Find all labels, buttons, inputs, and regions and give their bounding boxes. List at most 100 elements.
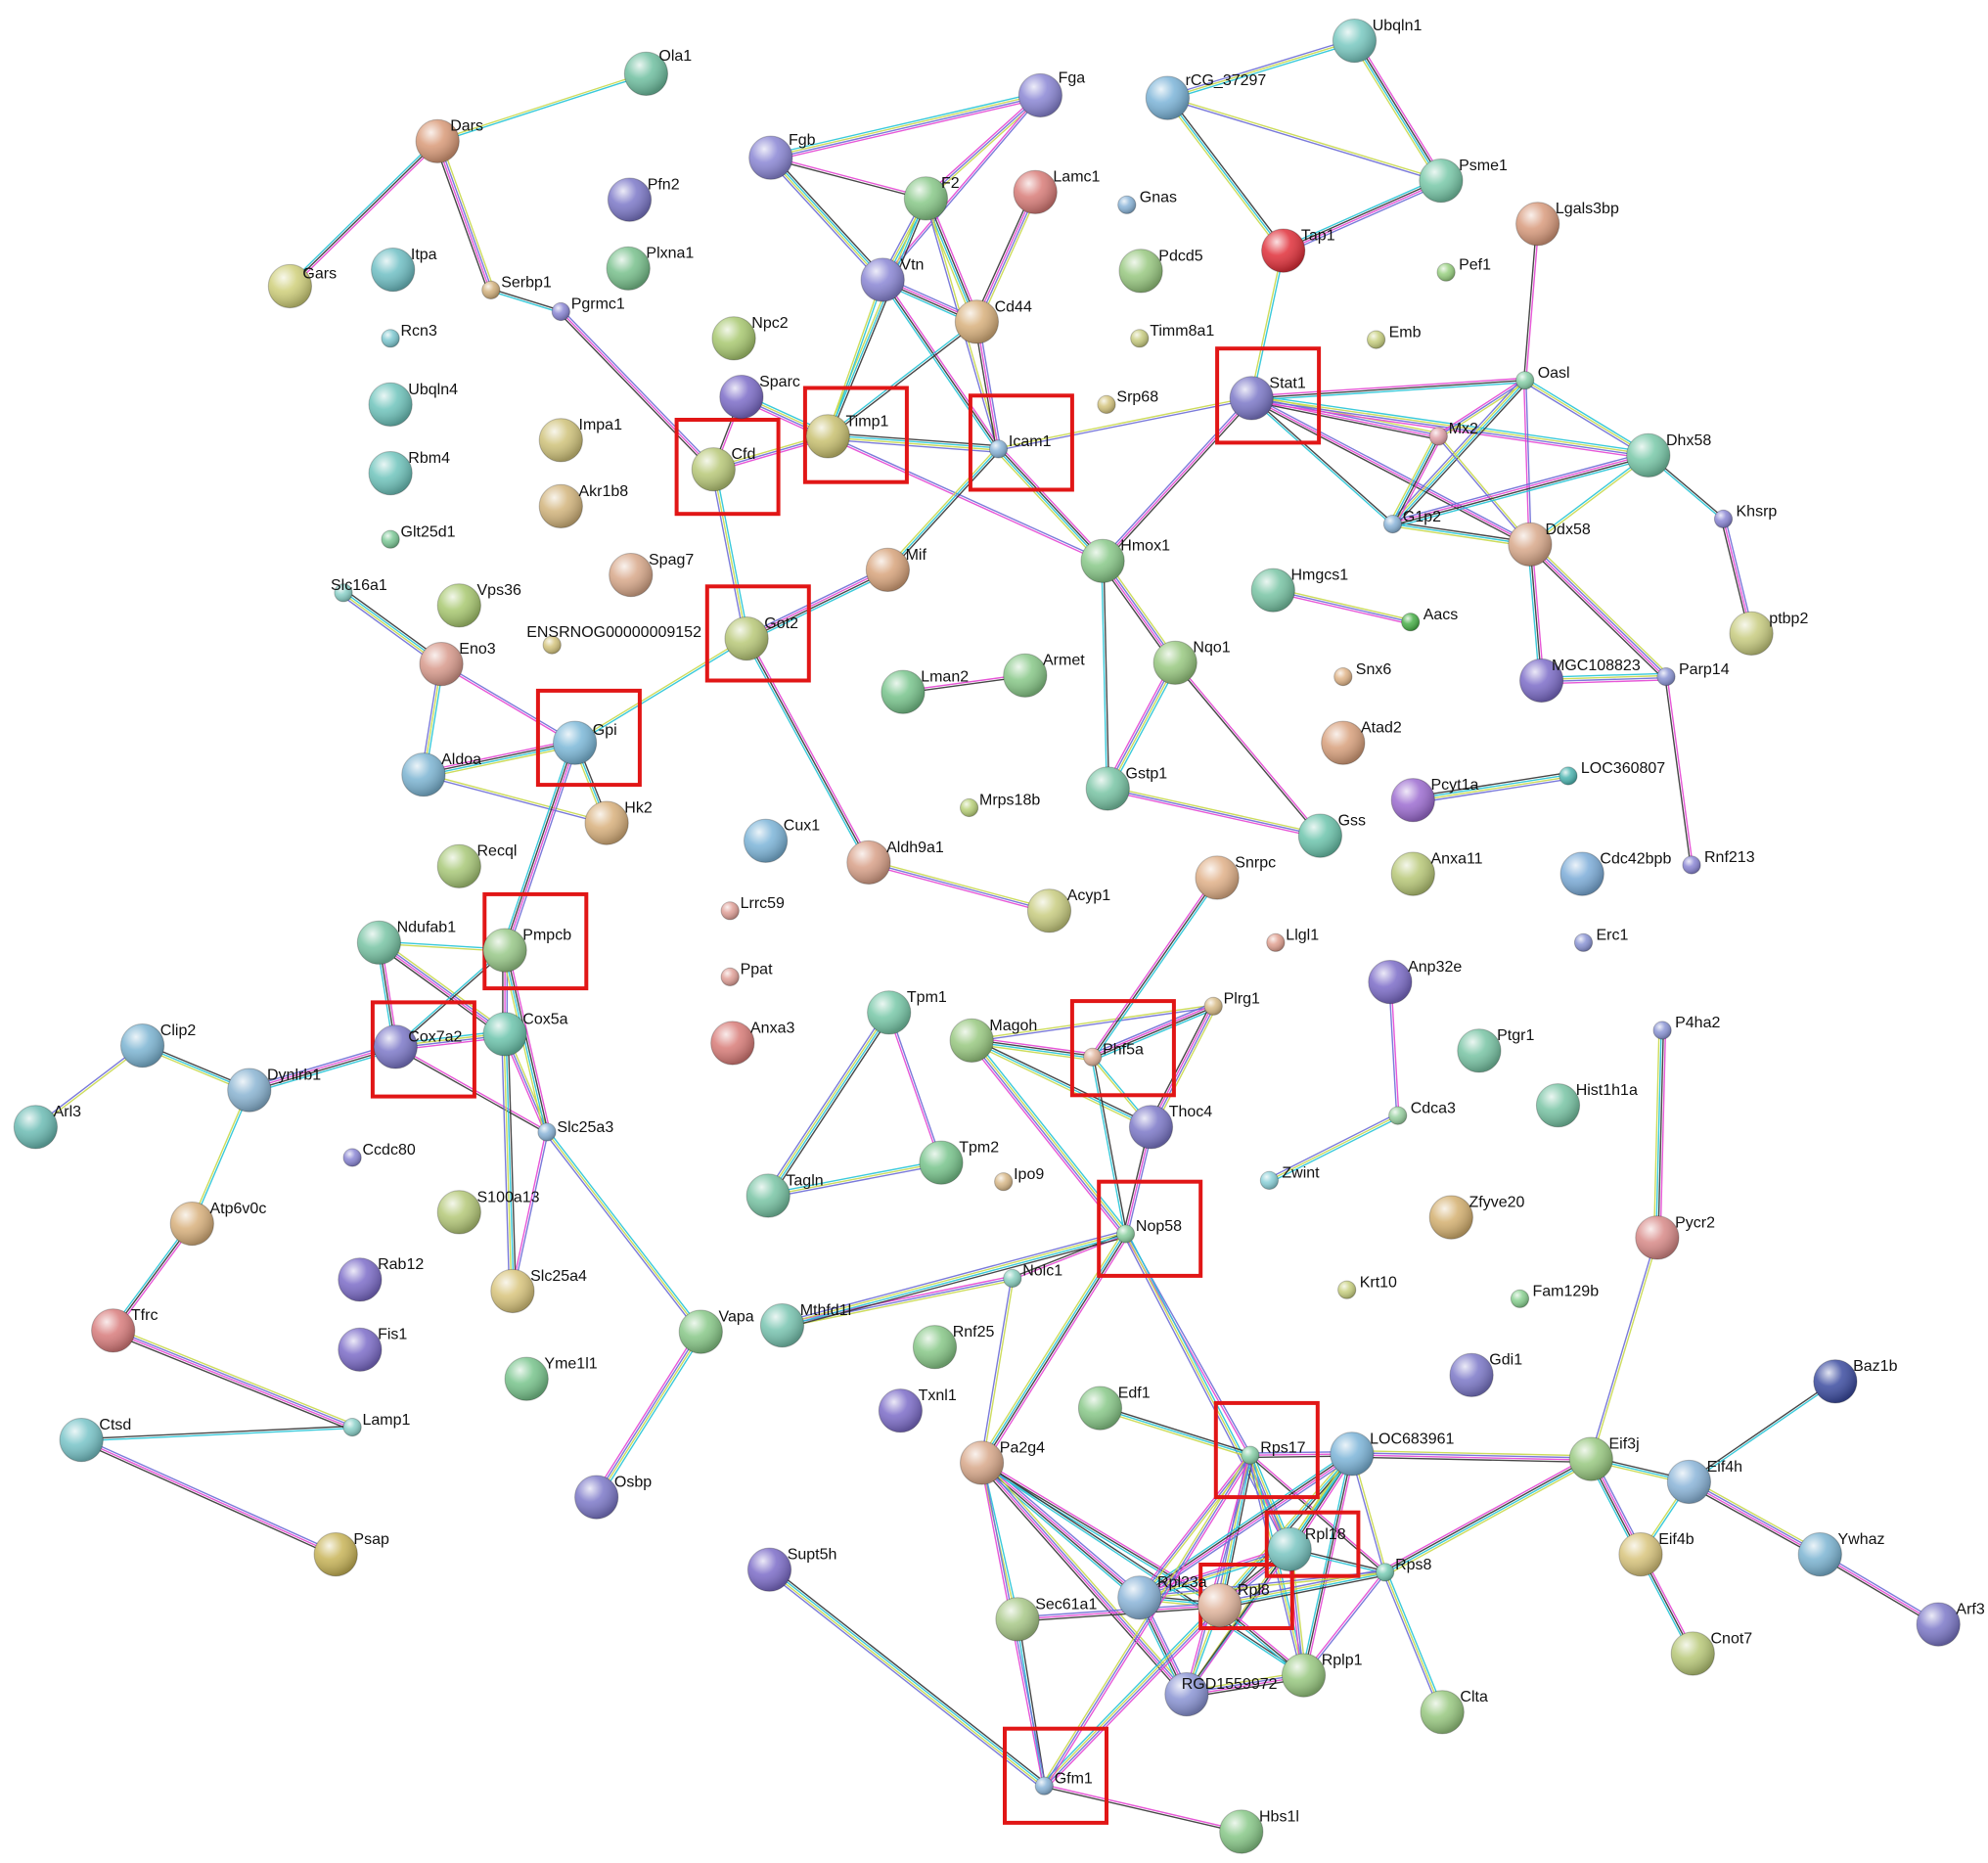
node-icam1[interactable]: Icam1 (988, 433, 1052, 459)
node-hbs1l[interactable]: Hbs1l (1219, 1808, 1299, 1854)
node-plxna1[interactable]: Plxna1 (606, 246, 694, 291)
node-glt25d1[interactable]: Glt25d1 (381, 523, 456, 549)
node-gfm1[interactable]: Gfm1 (1034, 1770, 1093, 1795)
node-rcn3[interactable]: Rcn3 (381, 323, 437, 348)
node-cdc42bpb[interactable]: Cdc42bpb (1559, 851, 1671, 896)
node-pmpcb[interactable]: Pmpcb (482, 928, 571, 973)
node-rcg_37297[interactable]: rCG_37297 (1145, 72, 1266, 120)
node-gars[interactable]: Gars (267, 263, 337, 309)
node-arl3[interactable]: Arl3 (13, 1104, 81, 1150)
node-mif[interactable]: Mif (865, 547, 926, 593)
node-gss[interactable]: Gss (1297, 813, 1366, 858)
node-timm8a1[interactable]: Timm8a1 (1130, 323, 1215, 348)
node-tpm2[interactable]: Tpm2 (919, 1140, 999, 1185)
node-sec61a1[interactable]: Sec61a1 (995, 1596, 1098, 1642)
node-nolc1[interactable]: Nolc1 (1003, 1263, 1063, 1289)
node-slc25a4[interactable]: Slc25a4 (490, 1268, 587, 1314)
node-srp68[interactable]: Srp68 (1097, 389, 1158, 414)
node-gpi[interactable]: Gpi (553, 720, 617, 765)
node-hist1h1a[interactable]: Hist1h1a (1535, 1082, 1638, 1128)
node-gstp1[interactable]: Gstp1 (1085, 765, 1167, 811)
node-eif4h[interactable]: Eif4h (1666, 1459, 1742, 1505)
node-vapa[interactable]: Vapa (678, 1309, 754, 1354)
node-rab12[interactable]: Rab12 (338, 1256, 425, 1302)
node-aacs[interactable]: Aacs (1401, 607, 1459, 632)
node-ubqln4[interactable]: Ubqln4 (368, 382, 458, 427)
node-rbm4[interactable]: Rbm4 (368, 450, 450, 496)
node-itpa[interactable]: Itpa (371, 247, 437, 293)
node-fgb[interactable]: Fgb (748, 132, 816, 180)
node-fis1[interactable]: Fis1 (338, 1327, 408, 1372)
node-hmgcs1[interactable]: Hmgcs1 (1250, 568, 1348, 613)
node-mrps18b[interactable]: Mrps18b (960, 793, 1041, 818)
node-dynlrb1[interactable]: Dynlrb1 (227, 1068, 322, 1113)
node-thoc4[interactable]: Thoc4 (1128, 1104, 1212, 1150)
node-g1p2[interactable]: G1p2 (1382, 509, 1441, 534)
node-sparc[interactable]: Sparc (719, 374, 800, 420)
node-rplp1[interactable]: Rplp1 (1281, 1653, 1363, 1698)
node-magoh[interactable]: Magoh (949, 1018, 1037, 1064)
node-tap1[interactable]: Tap1 (1261, 228, 1335, 273)
node-rps8[interactable]: Rps8 (1376, 1557, 1432, 1582)
node-ubqln1[interactable]: Ubqln1 (1332, 18, 1423, 64)
node-impa1[interactable]: Impa1 (538, 417, 622, 463)
node-edf1[interactable]: Edf1 (1077, 1386, 1151, 1431)
node-loc360807[interactable]: LOC360807 (1559, 760, 1665, 786)
node-cnot7[interactable]: Cnot7 (1670, 1630, 1752, 1676)
node-pgrmc1[interactable]: Pgrmc1 (551, 296, 625, 322)
node-stat1[interactable]: Stat1 (1229, 375, 1306, 421)
node-pdcd5[interactable]: Pdcd5 (1118, 248, 1203, 294)
node-psap[interactable]: Psap (313, 1531, 389, 1577)
node-ywhaz[interactable]: Ywhaz (1797, 1531, 1885, 1577)
node-serbp1[interactable]: Serbp1 (481, 275, 552, 299)
node-anxa11[interactable]: Anxa11 (1390, 851, 1483, 896)
node-atp6v0c[interactable]: Atp6v0c (169, 1201, 266, 1247)
node-gdi1[interactable]: Gdi1 (1449, 1352, 1522, 1397)
node-pa2g4[interactable]: Pa2g4 (960, 1439, 1046, 1485)
node-arf3[interactable]: Arf3 (1916, 1602, 1985, 1647)
node-acyp1[interactable]: Acyp1 (1026, 887, 1110, 933)
node-s100a13[interactable]: S100a13 (436, 1189, 540, 1235)
node-pef1[interactable]: Pef1 (1436, 256, 1491, 282)
node-lamc1[interactable]: Lamc1 (1013, 169, 1101, 214)
node-akr1b8[interactable]: Akr1b8 (538, 483, 628, 529)
node-npc2[interactable]: Npc2 (711, 315, 789, 361)
node-rnf25[interactable]: Rnf25 (912, 1324, 994, 1370)
node-rnf213[interactable]: Rnf213 (1682, 849, 1755, 875)
node-ndufab1[interactable]: Ndufab1 (356, 920, 456, 965)
node-rgd1559972[interactable]: RGD1559972 (1164, 1672, 1278, 1717)
node-cox5a[interactable]: Cox5a (482, 1011, 568, 1057)
node-emb[interactable]: Emb (1367, 324, 1422, 349)
node-ccdc80[interactable]: Ccdc80 (342, 1142, 416, 1167)
node-nop58[interactable]: Nop58 (1115, 1218, 1182, 1244)
node-parp14[interactable]: Parp14 (1656, 661, 1730, 687)
node-pycr2[interactable]: Pycr2 (1635, 1214, 1715, 1260)
node-eno3[interactable]: Eno3 (419, 641, 496, 687)
node-mgc108823[interactable]: MGC108823 (1519, 658, 1641, 704)
node-vtn[interactable]: Vtn (860, 256, 924, 302)
node-lman2[interactable]: Lman2 (881, 669, 969, 714)
node-got2[interactable]: Got2 (724, 615, 798, 661)
node-tpm1[interactable]: Tpm1 (867, 989, 947, 1035)
node-anp32e[interactable]: Anp32e (1368, 959, 1463, 1005)
node-cfd[interactable]: Cfd (691, 446, 755, 492)
node-snrpc[interactable]: Snrpc (1195, 854, 1276, 900)
node-fga[interactable]: Fga (1017, 69, 1085, 118)
node-aldh9a1[interactable]: Aldh9a1 (846, 840, 944, 886)
node-ptbp2[interactable]: ptbp2 (1729, 611, 1808, 657)
node-hk2[interactable]: Hk2 (584, 800, 653, 845)
node-tfrc[interactable]: Tfrc (91, 1307, 158, 1353)
node-anxa3[interactable]: Anxa3 (710, 1020, 795, 1066)
node-txnl1[interactable]: Txnl1 (878, 1387, 957, 1433)
node-pcyt1a[interactable]: Pcyt1a (1390, 777, 1479, 823)
node-cox7a2[interactable]: Cox7a2 (373, 1024, 463, 1069)
node-lrrc59[interactable]: Lrrc59 (720, 895, 785, 921)
node-erc1[interactable]: Erc1 (1573, 928, 1629, 952)
node-f2[interactable]: F2 (903, 175, 960, 221)
node-ctsd[interactable]: Ctsd (59, 1417, 131, 1463)
node-clta[interactable]: Clta (1420, 1689, 1488, 1735)
node-tagln[interactable]: Tagln (746, 1172, 824, 1218)
node-baz1b[interactable]: Baz1b (1813, 1358, 1898, 1404)
node-mthfd1l[interactable]: Mthfd1l (759, 1302, 851, 1348)
node-cux1[interactable]: Cux1 (744, 818, 821, 863)
